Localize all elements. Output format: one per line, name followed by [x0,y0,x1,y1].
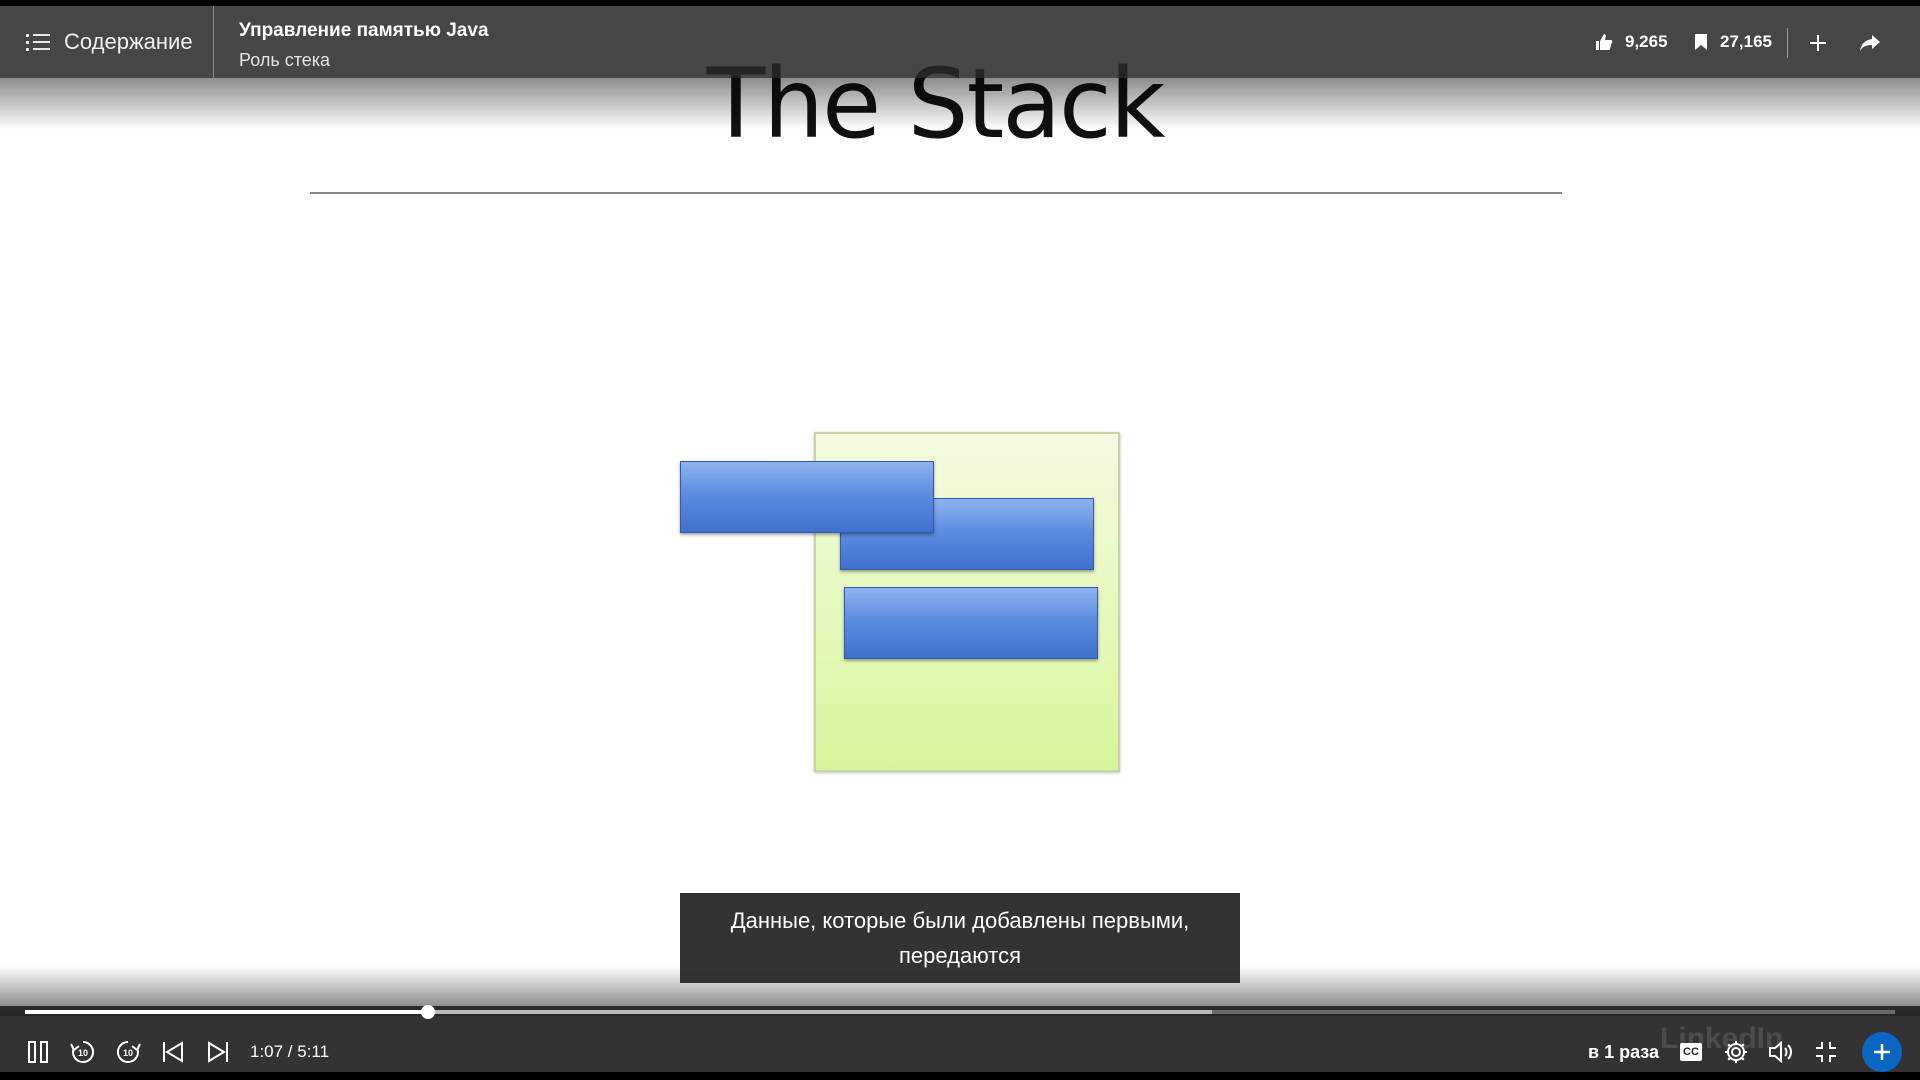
share-button[interactable] [1853,26,1887,60]
previous-video-button[interactable] [156,1035,190,1069]
course-title: Управление памятью Java [239,20,489,41]
forward-10-button[interactable]: 10 [111,1035,145,1069]
caption-text: Данные, которые были добавлены первыми, … [730,908,1190,968]
captions-button[interactable]: CC [1674,1035,1708,1069]
time-display: 1:07 / 5:11 [250,1042,330,1061]
likes-count: 9,265 [1625,32,1668,51]
progress-played [25,1010,428,1014]
slide-divider [310,192,1562,194]
previous-icon [163,1041,183,1063]
toc-label: Содержание [64,29,193,54]
next-video-button[interactable] [201,1035,235,1069]
video-player[interactable]: The Stack Содержание Управление памятью … [0,6,1920,1072]
cc-icon: CC [1680,1043,1702,1061]
stack-block-middle [840,498,1094,570]
rewind-10-button[interactable]: 10 [66,1035,100,1069]
exit-fullscreen-button[interactable] [1809,1035,1843,1069]
list-icon [26,32,50,52]
svg-text:10: 10 [78,1048,88,1058]
saves-count: 27,165 [1720,32,1772,51]
volume-icon [1769,1040,1792,1064]
share-icon [1860,35,1880,51]
lesson-title: Роль стека [239,50,331,70]
saves-button[interactable]: 27,165 [1694,30,1772,54]
top-bar: Содержание Управление памятью Java Роль … [0,6,1920,78]
header-divider [1787,28,1788,58]
progress-handle[interactable] [420,1005,435,1019]
subtitle-caption: Данные, которые были добавлены первыми, … [680,893,1240,983]
progress-buffered [25,1010,1213,1014]
add-to-collection-button[interactable] [1801,26,1835,60]
volume-button[interactable] [1764,1035,1798,1069]
pause-icon [28,1041,48,1063]
control-bar [0,1006,1920,1072]
plus-icon [1874,1044,1890,1060]
pause-button[interactable] [21,1035,55,1069]
gear-icon [1725,1041,1747,1063]
stack-block-moving [680,461,934,533]
exit-fullscreen-icon [1816,1042,1836,1062]
next-icon [208,1041,228,1063]
bookmark-icon [1695,34,1707,50]
progress-bar[interactable] [25,1005,1895,1019]
thumbs-up-icon [1596,34,1613,50]
forward-10-icon: 10 [116,1040,141,1063]
stack-block-bottom [844,587,1098,659]
plus-icon [1810,35,1826,51]
table-of-contents-button[interactable]: Содержание [0,6,214,78]
playback-speed-button[interactable]: в 1 раза [1588,1042,1660,1062]
add-note-button[interactable] [1862,1032,1902,1072]
likes-button[interactable]: 9,265 [1595,30,1668,54]
rewind-10-icon: 10 [70,1040,95,1063]
settings-button[interactable] [1719,1035,1753,1069]
svg-text:10: 10 [123,1048,133,1058]
top-gradient [0,78,1920,130]
